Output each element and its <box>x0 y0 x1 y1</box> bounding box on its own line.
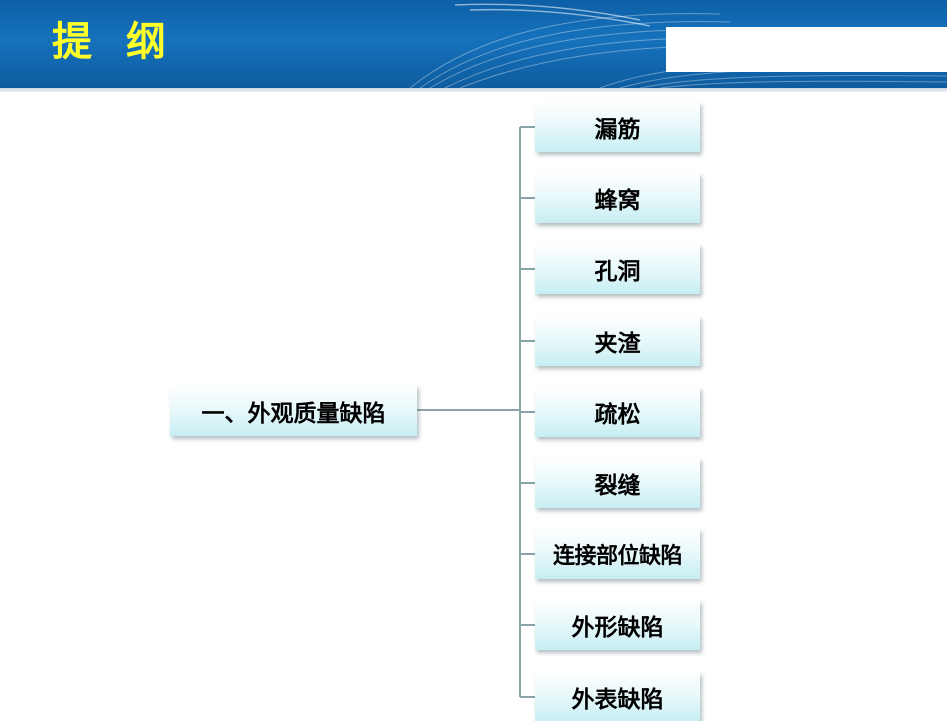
child-node: 夹渣 <box>535 316 700 366</box>
child-node: 蜂窝 <box>535 173 700 223</box>
child-node: 外形缺陷 <box>535 600 700 650</box>
child-node: 外表缺陷 <box>535 672 700 721</box>
child-node: 裂缝 <box>535 458 700 508</box>
child-node: 连接部位缺陷 <box>535 529 700 579</box>
child-node: 漏筋 <box>535 102 700 152</box>
child-node: 孔洞 <box>535 244 700 294</box>
header-blank-box <box>666 27 947 72</box>
banner-swirl-decoration <box>409 3 947 88</box>
header-banner: 提 纲 <box>0 0 947 88</box>
root-node: 一、外观质量缺陷 <box>170 385 417 436</box>
child-node: 疏松 <box>535 387 700 437</box>
header-divider <box>0 88 947 92</box>
page-title: 提 纲 <box>52 19 176 65</box>
